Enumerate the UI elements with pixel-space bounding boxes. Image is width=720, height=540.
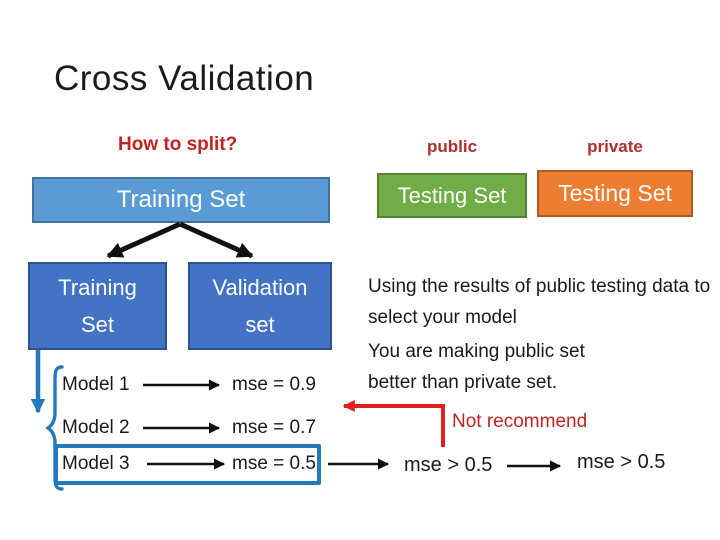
model-3-mse-value: mse = 0.5	[232, 453, 316, 474]
not-recommend-arrow	[342, 400, 445, 447]
slide-title: Cross Validation	[54, 59, 315, 98]
private-testing-set-label: Testing Set	[558, 180, 672, 206]
public-testing-set-box: Testing Set	[377, 173, 527, 218]
private-testing-set-box: Testing Set	[537, 170, 693, 217]
private-label: private	[587, 137, 643, 156]
training-set-sub-box: Training Set	[28, 262, 167, 350]
validation-set-label: Validation set	[212, 275, 308, 337]
model-3-label: Model 3	[62, 453, 130, 474]
model-2-label: Model 2	[62, 417, 130, 438]
training-set-top-label: Training Set	[116, 186, 246, 213]
public-mse-result: mse > 0.5	[404, 454, 493, 476]
note-public-vs-private: You are making public set better than pr…	[368, 341, 585, 393]
split-arrow-left	[106, 221, 182, 259]
model-3-highlight-rect	[54, 444, 321, 485]
model-1-label: Model 1	[62, 374, 130, 395]
how-to-split-label: How to split?	[118, 134, 238, 155]
model-2-mse-value: mse = 0.7	[232, 417, 316, 438]
model-1-mse-value: mse = 0.9	[232, 374, 316, 395]
training-set-sub-label: Training Set	[58, 275, 137, 337]
training-set-top-box: Training Set	[32, 177, 330, 223]
private-mse-result: mse > 0.5	[577, 451, 666, 473]
public-label: public	[426, 137, 478, 156]
public-testing-set-label: Testing Set	[397, 182, 507, 208]
split-arrow-right	[178, 221, 254, 259]
not-recommend-label: Not recommend	[452, 411, 588, 432]
validation-set-box: Validation set	[188, 262, 332, 350]
note-public-selection: Using the results of public testing data…	[368, 276, 711, 328]
